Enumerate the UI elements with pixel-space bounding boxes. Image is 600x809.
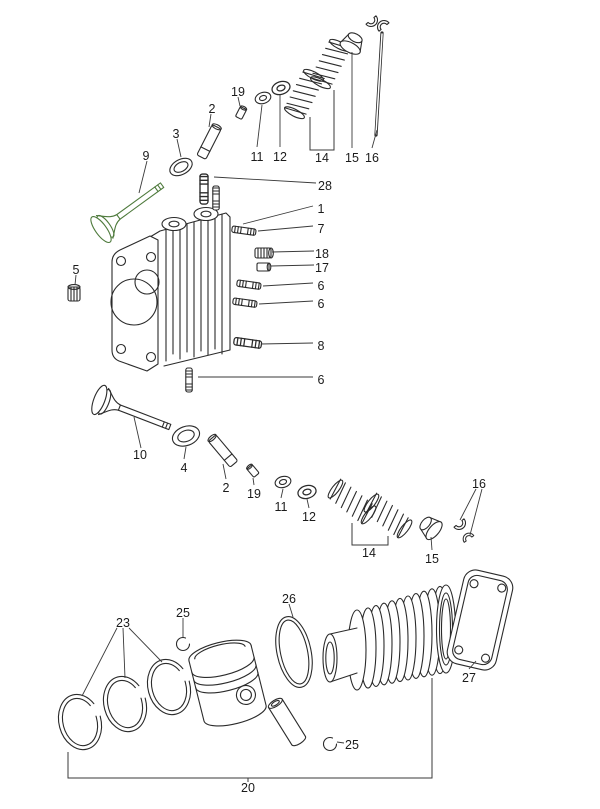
part-label-11: 11 — [251, 150, 264, 164]
part-label-12: 12 — [273, 150, 287, 164]
valve-seal-ring-3 — [169, 157, 193, 177]
part-label-27: 27 — [462, 671, 476, 685]
stud-8 — [232, 336, 263, 350]
part-label-17: 17 — [315, 261, 329, 275]
bushing-19 — [234, 104, 248, 121]
leader-lines — [74, 52, 483, 744]
part-label-11: 11 — [275, 500, 288, 514]
upper-valvetrain-parts — [169, 15, 390, 177]
part-label-6: 6 — [318, 297, 325, 311]
wrist-pin-bore — [235, 684, 256, 706]
stud-6 — [236, 279, 262, 291]
part-label-7: 7 — [318, 222, 325, 236]
valve-guide-2 — [206, 432, 239, 468]
part-label-5: 5 — [73, 263, 80, 277]
sleeve-17 — [256, 262, 272, 272]
circlip-25 — [322, 736, 338, 752]
threaded-plug-18 — [254, 247, 274, 259]
cooling-fins — [165, 213, 223, 362]
o-ring-26 — [275, 616, 313, 688]
part-label-2: 2 — [209, 102, 216, 116]
part-label-4: 4 — [181, 461, 188, 475]
part-label-16: 16 — [472, 477, 486, 491]
part-label-1: 1 — [318, 202, 325, 216]
gasket-27 — [446, 569, 514, 671]
cylinder-head — [110, 173, 231, 393]
part-label-3: 3 — [173, 127, 180, 141]
part-label-6: 6 — [318, 373, 325, 387]
part-label-6: 6 — [318, 279, 325, 293]
bracket-14-upper — [309, 90, 335, 151]
part-label-15: 15 — [345, 151, 359, 165]
valve-keeper-16 — [460, 530, 475, 543]
part-label-23: 23 — [116, 616, 130, 630]
stud-7 — [231, 225, 257, 237]
wrist-pin — [267, 697, 307, 747]
part-label-25: 25 — [345, 738, 359, 752]
part-label-16: 16 — [365, 151, 379, 165]
valve-10 — [88, 382, 176, 442]
combustion-chamber — [110, 278, 158, 326]
bracket-20 — [67, 678, 433, 782]
valve-keeper-16 — [453, 518, 469, 533]
part-label-12: 12 — [302, 510, 316, 524]
bottom-stud — [185, 367, 193, 393]
part-label-19: 19 — [247, 487, 261, 501]
valve-spring-14 — [361, 491, 415, 541]
head-studs-and-plugs — [231, 225, 274, 350]
barrel-fins — [359, 585, 449, 689]
group-brackets — [67, 90, 433, 782]
lower-valvetrain-parts — [171, 425, 475, 543]
bracket-14-lower — [351, 523, 389, 546]
stud-6 — [232, 297, 258, 309]
part-label-8: 8 — [318, 339, 325, 353]
deck-stud — [212, 185, 220, 211]
spring-washer-11 — [253, 89, 273, 107]
valve-keeper-sliver-16 — [374, 31, 384, 137]
part-label-25: 25 — [176, 606, 190, 620]
part-label-15: 15 — [425, 552, 439, 566]
valve-spring-14 — [325, 477, 379, 527]
valve-guide-2 — [196, 122, 223, 160]
part-label-26: 26 — [282, 592, 296, 606]
bushing-19 — [245, 462, 260, 479]
cylinder-barrel — [322, 584, 457, 691]
part-label-18: 18 — [315, 247, 329, 261]
part-label-19: 19 — [231, 85, 245, 99]
deck-stud — [199, 173, 209, 205]
spring-washer-12 — [269, 78, 293, 98]
part-label-14: 14 — [315, 151, 329, 165]
part-label-2: 2 — [223, 481, 230, 495]
valve-9 — [86, 172, 172, 246]
barrel-spigot — [322, 627, 358, 683]
part-label-20: 20 — [241, 781, 255, 795]
part-label-14: 14 — [362, 546, 376, 560]
part-label-28: 28 — [318, 179, 332, 193]
threaded-plug-5 — [67, 284, 81, 302]
circlip-25 — [175, 636, 191, 652]
spring-retainer-15 — [414, 511, 446, 543]
piston — [188, 639, 267, 727]
spring-washer-12 — [295, 482, 319, 502]
spring-washer-11 — [273, 474, 293, 490]
part-label-9: 9 — [143, 149, 150, 163]
part-label-10: 10 — [133, 448, 147, 462]
spring-seat-4 — [171, 425, 201, 447]
valve-guide-boss — [161, 206, 219, 232]
